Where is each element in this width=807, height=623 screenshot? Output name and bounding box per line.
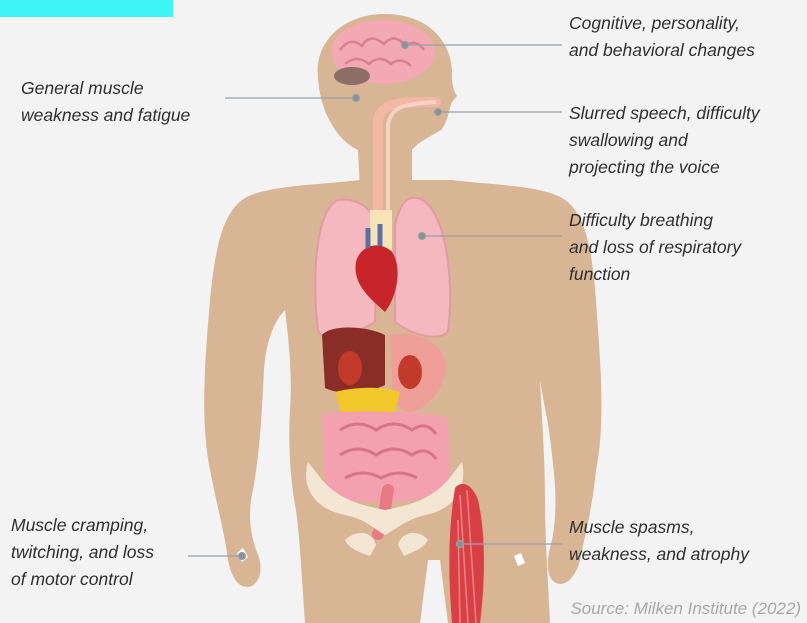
label-slurred-speech: Slurred speech, difficulty swallowing an… (569, 100, 760, 181)
label-muscle-cramping: Muscle cramping, twitching, and loss of … (11, 512, 154, 593)
label-muscle-weakness: General muscle weakness and fatigue (21, 75, 190, 129)
label-breathing: Difficulty breathing and loss of respira… (569, 207, 741, 288)
abdomen-organs (322, 328, 445, 417)
leg-muscle (449, 484, 484, 623)
source-citation: Source: Milken Institute (2022) (570, 599, 801, 619)
label-muscle-spasms: Muscle spasms, weakness, and atrophy (569, 514, 749, 568)
label-brain-changes: Cognitive, personality, and behavioral c… (569, 10, 755, 64)
